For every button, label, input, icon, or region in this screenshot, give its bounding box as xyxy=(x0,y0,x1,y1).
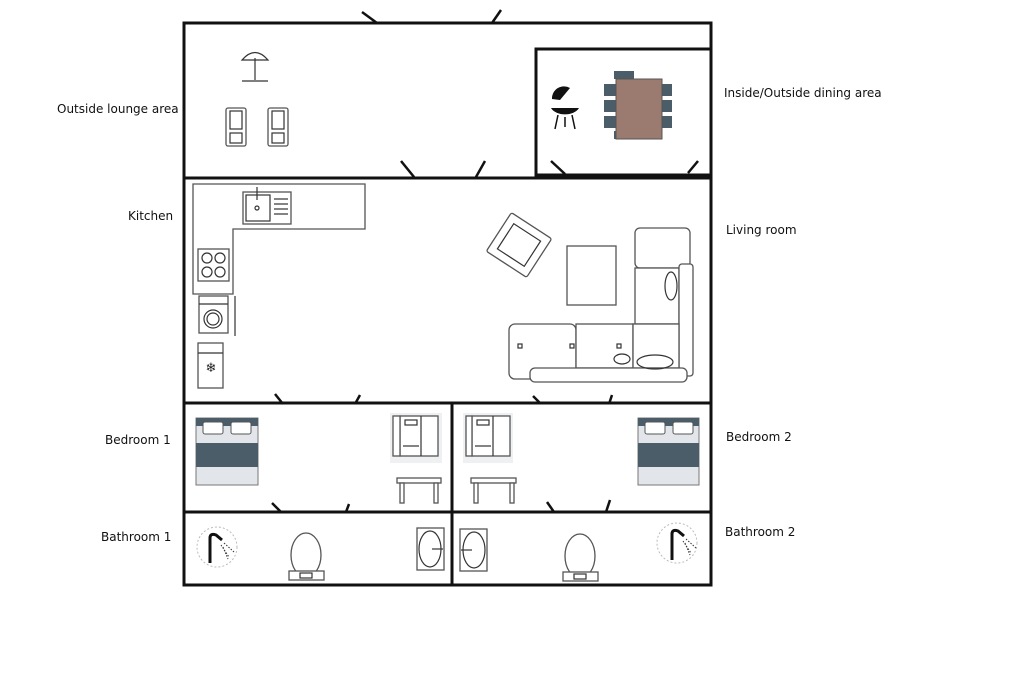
washbasin-icon xyxy=(459,528,488,572)
kitchen-counter xyxy=(192,183,366,295)
toilet-icon xyxy=(288,532,325,581)
label-bathroom-2: Bathroom 2 xyxy=(725,525,795,539)
dining-table-icon xyxy=(604,71,672,140)
label-kitchen: Kitchen xyxy=(128,209,173,223)
label-outside-lounge: Outside lounge area xyxy=(57,102,179,116)
chair xyxy=(614,71,624,79)
toilet-icon xyxy=(562,533,599,582)
label-bedroom-1: Bedroom 1 xyxy=(105,433,171,447)
label-dining: Inside/Outside dining area xyxy=(724,86,882,100)
svg-text:❄: ❄ xyxy=(206,361,217,376)
sink-icon xyxy=(242,187,292,225)
washing-machine-icon xyxy=(198,295,236,336)
desk-icon xyxy=(470,477,517,504)
sunlounger-icon xyxy=(225,107,247,147)
shower-icon xyxy=(656,522,698,564)
sofa-icon xyxy=(508,227,694,383)
desk-icon xyxy=(396,477,442,504)
coffee-table-icon xyxy=(566,245,617,306)
label-bathroom-1: Bathroom 1 xyxy=(101,530,171,544)
bbq-grill-icon xyxy=(551,86,579,130)
walls xyxy=(182,21,713,587)
shower-icon xyxy=(196,526,238,568)
sunlounger-icon xyxy=(267,107,289,147)
stove-icon xyxy=(197,248,230,282)
wardrobe-icon xyxy=(463,413,513,463)
bed-icon xyxy=(195,417,259,486)
fridge-icon: ❄ xyxy=(197,342,224,389)
washbasin-icon xyxy=(416,527,445,571)
label-bedroom-2: Bedroom 2 xyxy=(726,430,792,444)
label-living-room: Living room xyxy=(726,223,797,237)
umbrella-icon xyxy=(240,51,270,82)
bed-icon xyxy=(637,417,700,486)
wardrobe-icon xyxy=(390,413,442,463)
armchair-icon xyxy=(486,212,552,278)
door-marks xyxy=(271,9,699,513)
